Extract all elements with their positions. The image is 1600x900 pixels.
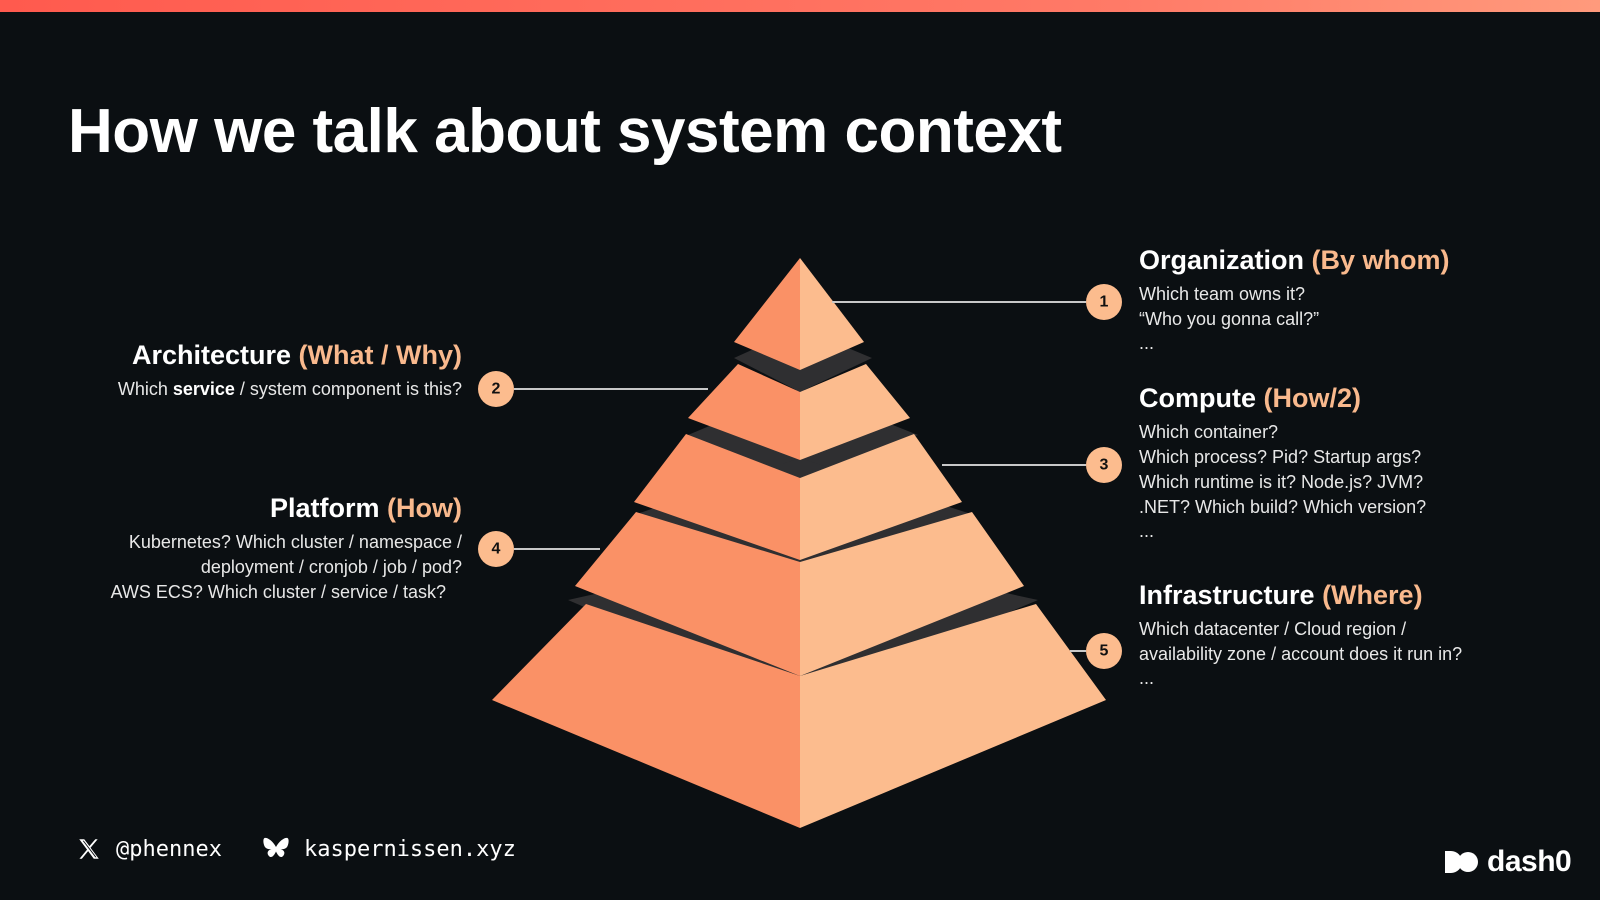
callout-1: 1 — [1086, 284, 1122, 320]
layer-infrastructure-line-2: availability zone / account does it run … — [1139, 644, 1463, 664]
slide-title: How we talk about system context — [68, 97, 1062, 166]
dash0-logo: dash0 — [1443, 845, 1572, 879]
callout-number-3: 3 — [1100, 457, 1109, 474]
pyramid-layer-2-right — [800, 364, 910, 460]
layer-organization-heading: Organization (By whom) — [1139, 245, 1450, 275]
callout-number-5: 5 — [1100, 643, 1109, 660]
layer-compute-line-4: .NET? Which build? Which version? — [1139, 497, 1427, 517]
layer-platform-line-2: deployment / cronjob / job / pod? — [200, 557, 462, 577]
dash0-logo-text: dash0 — [1487, 845, 1572, 878]
layer-compute-line-2: Which process? Pid? Startup args? — [1139, 447, 1422, 467]
layer-organization-line-1: Which team owns it? — [1139, 284, 1306, 304]
callout-3: 3 — [1086, 447, 1122, 483]
pyramid-layer-5-right — [800, 604, 1106, 828]
layer-organization-subheading: (By whom) — [1311, 245, 1450, 275]
layer-infrastructure-heading: Infrastructure (Where) — [1139, 580, 1423, 610]
pyramid-layer-3-right — [800, 434, 962, 560]
callout-number-1: 1 — [1100, 294, 1109, 311]
layer-infrastructure-subheading: (Where) — [1322, 580, 1423, 610]
pyramid-layer-5-left — [492, 604, 800, 828]
layer-compute-line-1: Which container? — [1139, 422, 1279, 442]
pyramid-layer-4-right — [800, 512, 1024, 676]
butterfly-icon — [263, 837, 289, 858]
layer-organization-line-2: “Who you gonna call?” — [1139, 309, 1320, 329]
layer-architecture-line: Which service / system component is this… — [117, 379, 462, 399]
layer-architecture: Architecture (What / Why) Which service … — [118, 340, 462, 402]
layer-organization-more: ... — [1139, 333, 1155, 353]
pyramid-layer-2-left — [688, 364, 800, 460]
pyramid-layer-4-left — [575, 512, 800, 676]
layer-architecture-subheading: (What / Why) — [298, 340, 462, 370]
layer-infrastructure-more: ... — [1139, 668, 1155, 688]
layer-organization: Organization (By whom) Which team owns i… — [1139, 245, 1450, 354]
layer-platform: Platform (How) Kubernetes? Which cluster… — [111, 493, 462, 605]
dash0-logo-icon — [1445, 851, 1478, 873]
layer-architecture-heading: Architecture (What / Why) — [131, 340, 462, 370]
callout-number-2: 2 — [492, 381, 501, 398]
layer-infrastructure: Infrastructure (Where) Which datacenter … — [1139, 580, 1462, 689]
layer-compute-more: ... — [1139, 521, 1155, 541]
layer-platform-heading: Platform (How) — [269, 493, 462, 523]
pyramid-layer-1-left — [734, 258, 800, 370]
footer-socials: @phennex kaspernissen.xyz — [76, 836, 516, 862]
layer-compute-heading: Compute (How/2) — [1139, 383, 1362, 413]
x-logo-icon — [79, 839, 99, 859]
bluesky-handle: kaspernissen.xyz — [303, 836, 516, 862]
pyramid-layer-1-right — [800, 258, 864, 370]
x-handle: @phennex — [116, 836, 222, 862]
callout-4: 4 — [478, 531, 514, 567]
callout-2: 2 — [478, 371, 514, 407]
layer-platform-line-3: AWS ECS? Which cluster / service / task? — [110, 582, 446, 602]
layer-compute: Compute (How/2) Which container? Which p… — [1139, 383, 1426, 542]
service-emphasis: service — [172, 379, 235, 399]
bluesky-handle-link[interactable]: kaspernissen.xyz — [262, 836, 516, 862]
callout-5: 5 — [1086, 633, 1122, 669]
layer-platform-subheading: (How) — [387, 493, 462, 523]
x-handle-link[interactable]: @phennex — [76, 836, 222, 862]
layer-infrastructure-line-1: Which datacenter / Cloud region / — [1139, 619, 1407, 639]
layer-platform-line-1: Kubernetes? Which cluster / namespace / — [128, 532, 462, 552]
pyramid-layer-3-left — [634, 434, 800, 560]
callout-number-4: 4 — [492, 541, 501, 558]
top-accent-bar — [0, 0, 1600, 12]
layer-compute-line-3: Which runtime is it? Node.js? JVM? — [1139, 472, 1424, 492]
layer-compute-subheading: (How/2) — [1263, 383, 1362, 413]
